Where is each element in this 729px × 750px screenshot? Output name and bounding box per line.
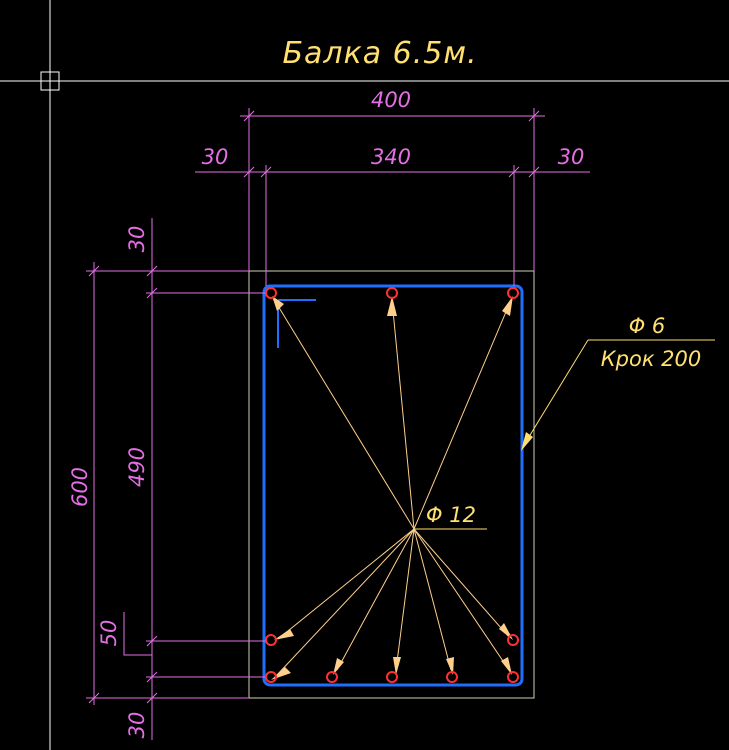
bar-leaders bbox=[274, 299, 512, 677]
bar-diameter-label: Φ 12 bbox=[426, 503, 476, 527]
stirrup-diameter-label: Φ 6 bbox=[629, 314, 666, 338]
vertical-dimensions bbox=[86, 218, 266, 740]
dim-inner-width: 340 bbox=[371, 145, 411, 169]
dim-total-height: 600 bbox=[68, 467, 92, 507]
dim-top-cover: 30 bbox=[125, 226, 149, 253]
stirrup-spacing-label: Крок 200 bbox=[601, 347, 702, 371]
rebar-second-row-left bbox=[265, 634, 277, 646]
rebar-bars bbox=[265, 287, 519, 683]
rebar-top-middle bbox=[386, 287, 398, 299]
rebar-bottom-4 bbox=[446, 671, 458, 683]
stirrup-callout-leader bbox=[523, 339, 715, 446]
dim-total-width: 400 bbox=[371, 88, 411, 112]
drawing-title: Балка 6.5м. bbox=[282, 36, 477, 71]
dim-inner-height: 490 bbox=[125, 447, 149, 487]
beam-section-outline bbox=[248, 270, 535, 699]
stirrup-hook bbox=[277, 299, 316, 348]
rebar-top-left bbox=[265, 287, 277, 299]
dim-bottom-cover: 30 bbox=[125, 712, 149, 739]
stirrup-callout-arrow bbox=[521, 432, 533, 451]
horizontal-dimensions bbox=[195, 108, 590, 286]
dim-left-cover: 30 bbox=[202, 145, 229, 169]
rebar-top-right bbox=[507, 287, 519, 299]
rebar-second-row-right bbox=[507, 634, 519, 646]
stirrup bbox=[262, 284, 524, 687]
dim-right-cover: 30 bbox=[558, 145, 585, 169]
rebar-bottom-2 bbox=[326, 671, 338, 683]
rebar-bottom-5 bbox=[507, 671, 519, 683]
rebar-bottom-1 bbox=[265, 671, 277, 683]
rebar-bottom-3 bbox=[386, 671, 398, 683]
dim-bottom-offset: 50 bbox=[97, 620, 121, 647]
